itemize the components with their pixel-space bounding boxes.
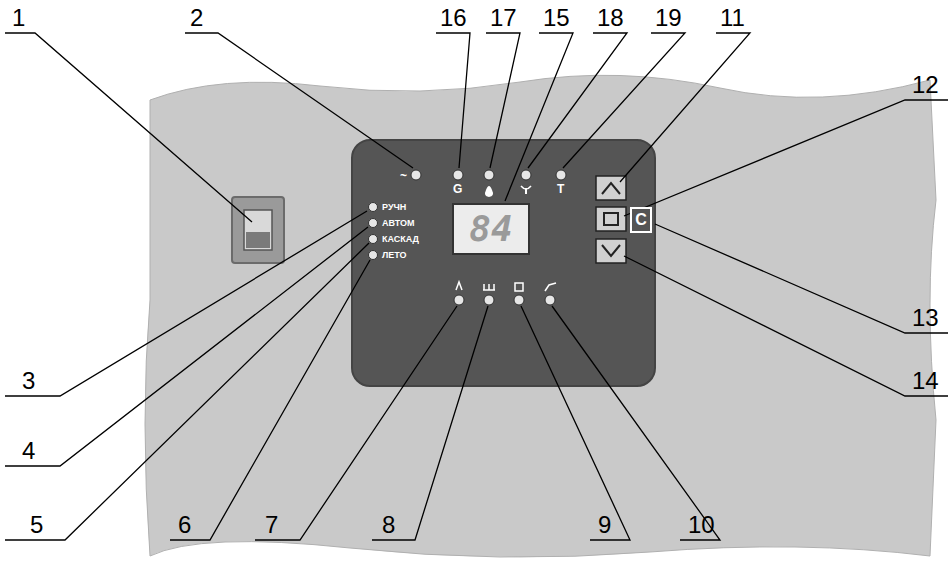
callout-number: 12 [912, 73, 939, 97]
callout-number: 3 [22, 369, 35, 393]
callout-number: 9 [598, 513, 611, 537]
alarm-icon-mark [525, 188, 527, 194]
bottom-leds [454, 295, 555, 305]
callout-number: 13 [912, 306, 939, 330]
callout-number: 15 [543, 6, 570, 30]
callout-number: 18 [597, 6, 624, 30]
callout-number: 17 [490, 6, 517, 30]
mode-label: АВТОМ [382, 219, 414, 228]
digital-display: 84 [452, 203, 530, 255]
bottom-icons [456, 282, 556, 291]
callout-number: 10 [688, 513, 715, 537]
power-switch [232, 197, 284, 263]
panel-symbol: T [557, 183, 564, 195]
reset-key-box-text: C [635, 212, 647, 228]
mode-label: ЛЕТО [382, 251, 407, 260]
callout-number: 19 [655, 6, 682, 30]
mode-leds [369, 203, 378, 260]
callout-number: 11 [720, 6, 745, 30]
panel-symbol: G [453, 183, 462, 195]
callout-number: 7 [265, 513, 278, 537]
switch-rocker-shade [246, 232, 270, 248]
switch-rocker [244, 210, 272, 250]
callout-number: 8 [382, 513, 395, 537]
reset-key-box: C [630, 207, 652, 233]
callout-number: 6 [178, 513, 191, 537]
panel-symbol: ~ [400, 170, 407, 182]
callout-number: 1 [12, 6, 25, 30]
callout-number: 4 [22, 439, 35, 463]
arrow-buttons [596, 176, 626, 263]
mode-label: РУЧН [382, 203, 406, 212]
control-panel [352, 140, 655, 386]
leader-lines [5, 33, 948, 540]
callout-number: 5 [30, 513, 43, 537]
mode-label: КАСКАД [382, 235, 419, 244]
callout-number: 2 [190, 6, 203, 30]
callout-number: 16 [440, 6, 467, 30]
flame-icon [485, 186, 493, 197]
top-leds [411, 170, 566, 180]
callout-number: 14 [912, 369, 939, 393]
boiler-housing [145, 75, 936, 557]
digital-display-text: 84 [469, 211, 512, 247]
